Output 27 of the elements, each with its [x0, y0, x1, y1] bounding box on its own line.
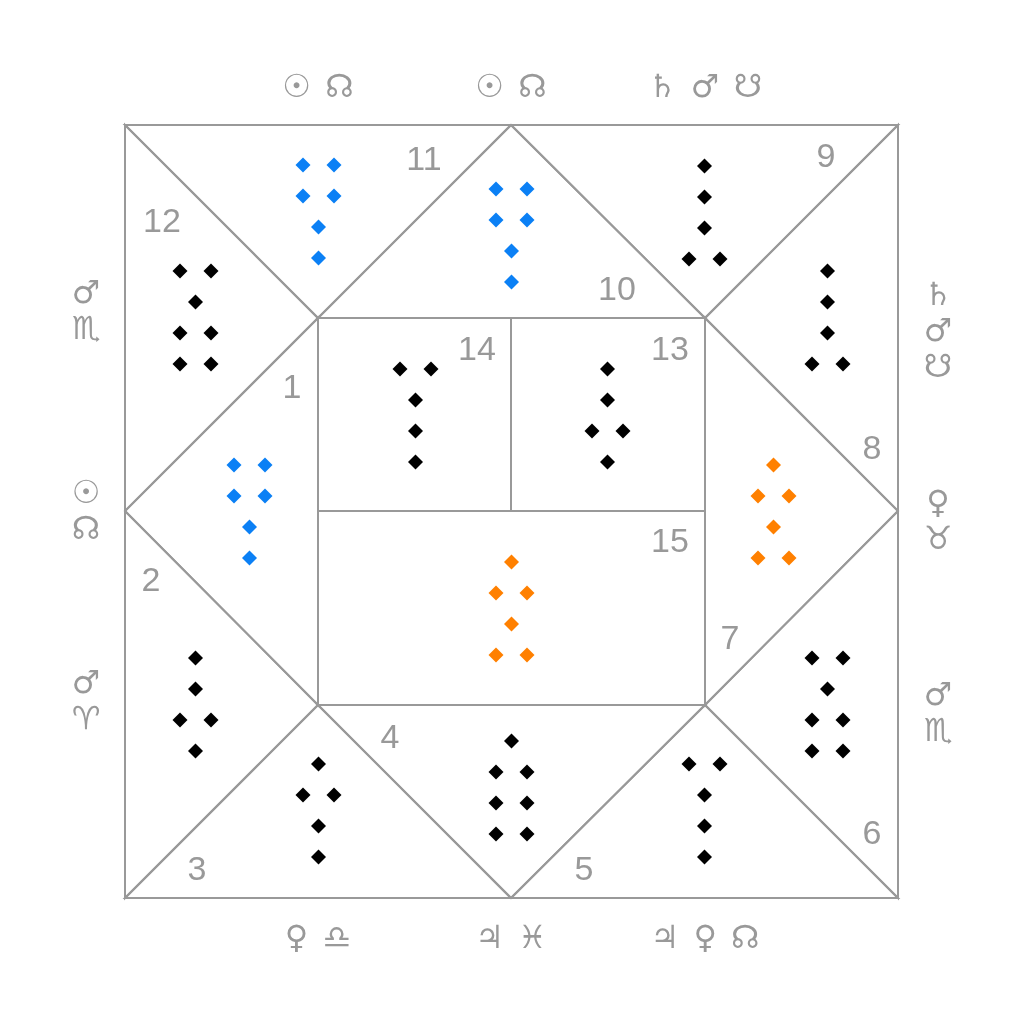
house-number: 12 — [143, 203, 181, 237]
house-number: 10 — [598, 271, 636, 305]
astrological-glyphs: ☉ ☊ — [475, 68, 547, 104]
astrological-glyphs: ☉ ☊ — [70, 474, 102, 546]
house-number: 15 — [651, 523, 689, 557]
house-number: 11 — [406, 141, 442, 175]
house-number: 7 — [720, 620, 740, 654]
astrological-glyphs: ♄ ♂ ☋ — [647, 68, 763, 104]
astrological-glyphs: ♂ ♏ — [70, 274, 102, 346]
house-number: 4 — [380, 719, 400, 753]
house-number: 8 — [862, 430, 882, 464]
astrological-glyphs: ♃ ♀ ☊ — [650, 919, 760, 955]
astrological-glyphs: ♂ ♏ — [922, 676, 954, 748]
house-number: 1 — [282, 369, 302, 403]
astrological-glyphs: ♂ ♈ — [70, 664, 102, 736]
astrological-glyphs: ♀ ♎ — [284, 919, 352, 955]
astrological-glyphs: ☉ ☊ — [282, 68, 354, 104]
house-number: 3 — [187, 851, 207, 885]
astrological-glyphs: ♄ ♂ ☋ — [922, 276, 954, 384]
house-number: 9 — [816, 138, 836, 172]
house-number: 14 — [458, 331, 496, 365]
house-number: 5 — [574, 851, 594, 885]
house-number: 13 — [651, 331, 689, 365]
house-number: 6 — [862, 815, 882, 849]
house-number: 2 — [141, 562, 161, 596]
astrological-glyphs: ♀ ♉ — [922, 484, 954, 556]
astrological-glyphs: ♃ ♓ — [475, 919, 547, 955]
